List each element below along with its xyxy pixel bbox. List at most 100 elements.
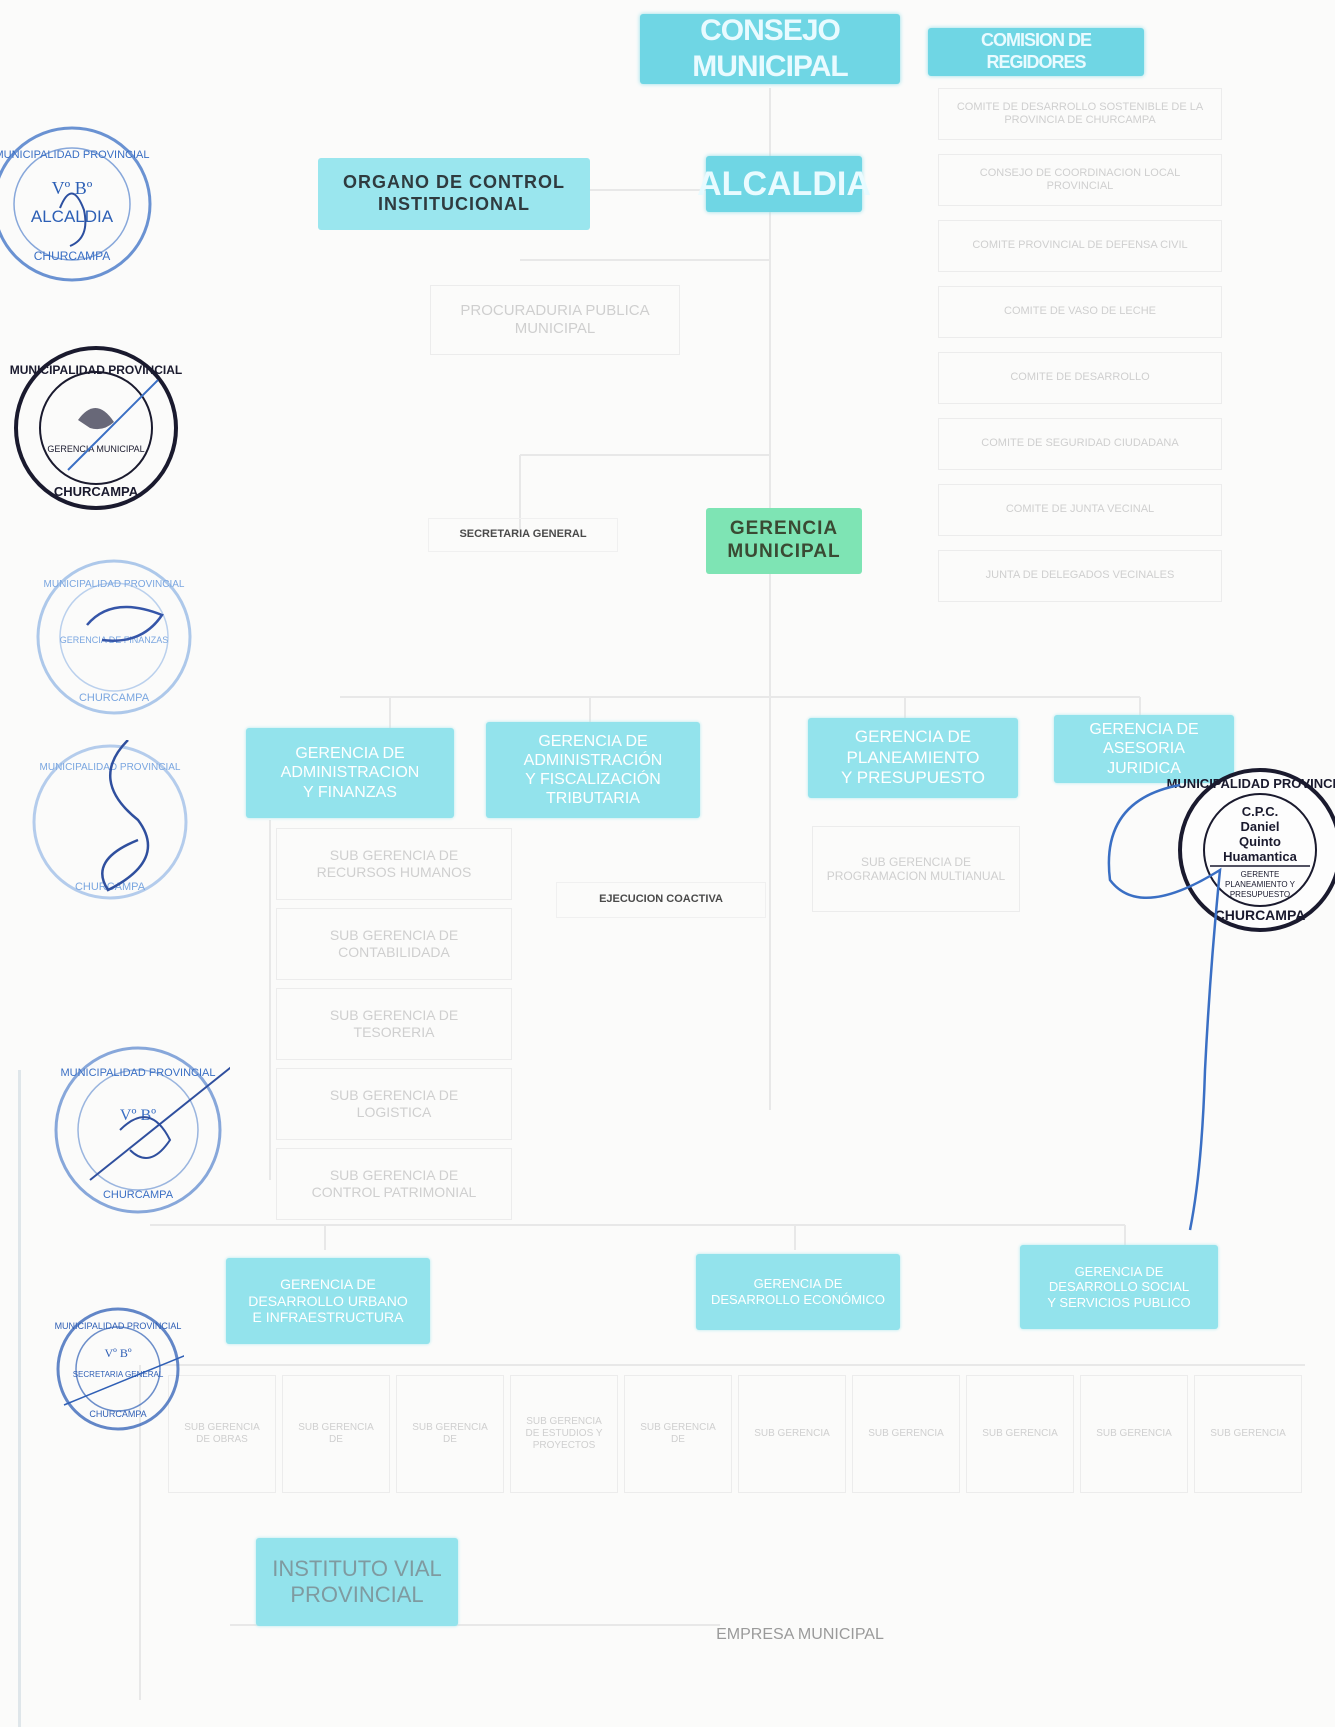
sub-gerencia-item: SUB GERENCIA DE TESORERIA: [276, 988, 512, 1060]
seal-text: CHURCAMPA: [34, 249, 110, 263]
sub-planeamiento-label: SUB GERENCIA DE PROGRAMACION MULTIANUAL: [826, 854, 1006, 883]
gerencia-municipal-box: GERENCIA MUNICIPAL: [706, 508, 862, 574]
sub-desarrollo-item: SUB GERENCIA DE: [396, 1375, 504, 1493]
organo-control-label: ORGANO DE CONTROL INSTITUCIONAL: [343, 172, 565, 214]
committee-item: CONSEJO DE COORDINACION LOCAL PROVINCIAL: [938, 154, 1222, 206]
gerencia-desarrollo-economico-label: GERENCIA DE DESARROLLO ECONÓMICO: [710, 1276, 886, 1307]
seal-text: GERENCIA MUNICIPAL: [47, 444, 144, 454]
gerencia-admin-finanzas-box: GERENCIA DE ADMINISTRACION Y FINANZAS: [246, 728, 454, 818]
seal-text: Huamantica: [1223, 849, 1297, 864]
committee-label: COMITE DE JUNTA VECINAL: [1005, 503, 1155, 516]
admin-seal: MUNICIPALIDAD PROVINCIAL CHURCAMPA: [32, 740, 188, 900]
sub-desarrollo-item: SUB GERENCIA: [966, 1375, 1074, 1493]
seal-text: MUNICIPALIDAD PROVINCIAL: [44, 579, 185, 590]
seal-text: Quinto: [1239, 834, 1281, 849]
gerencia-desarrollo-economico-box: GERENCIA DE DESARROLLO ECONÓMICO: [696, 1254, 900, 1330]
gerencia-admin-tributaria-label: GERENCIA DE ADMINISTRACIÓN Y FISCALIZACI…: [523, 732, 663, 808]
committee-item: COMITE DE SEGURIDAD CIUDADANA: [938, 418, 1222, 470]
gerencia-asesoria-label: GERENCIA DE ASESORIA JURIDICA: [1089, 721, 1199, 777]
sub-desarrollo-label: SUB GERENCIA DE: [640, 1422, 716, 1445]
seal-text: MUNICIPALIDAD PROVINCIAL: [1167, 776, 1335, 791]
signature-stroke: [1107, 783, 1222, 1231]
sub-desarrollo-label: SUB GERENCIA: [1096, 1428, 1172, 1439]
sub-desarrollo-label: SUB GERENCIA: [982, 1428, 1058, 1439]
page-margin-line: [18, 1070, 21, 1727]
gerencia-desarrollo-social-label: GERENCIA DE DESARROLLO SOCIAL Y SERVICIO…: [1047, 1263, 1191, 1310]
seal-text: Vº Bº: [52, 178, 93, 198]
secretaria-general-label: SECRETARIA GENERAL: [459, 528, 587, 541]
logistica-seal: MUNICIPALIDAD PROVINCIAL Vº Bº CHURCAMPA: [54, 1046, 230, 1214]
committee-label: COMITE DE DESARROLLO: [1010, 371, 1150, 384]
gerencia-desarrollo-urbano-box: GERENCIA DE DESARROLLO URBANO E INFRAEST…: [226, 1258, 430, 1344]
sub-gerencia-item: SUB GERENCIA DE CONTROL PATRIMONIAL: [276, 1148, 512, 1220]
seal-text: MUNICIPALIDAD PROVINCIAL: [55, 1321, 182, 1331]
comision-regidores-label: COMISION DE REGIDORES: [980, 30, 1092, 72]
committee-item: COMITE DE VASO DE LECHE: [938, 286, 1222, 338]
sub-gerencia-label: SUB GERENCIA DE TESORERIA: [329, 1007, 459, 1040]
seal-text: CHURCAMPA: [89, 1409, 146, 1419]
committees-column: COMITE DE DESARROLLO SOSTENIBLE DE LA PR…: [938, 88, 1222, 616]
empresa-municipal-label: EMPRESA MUNICIPAL: [716, 1626, 884, 1644]
sub-desarrollo-item: SUB GERENCIA DE ESTUDIOS Y PROYECTOS: [510, 1375, 618, 1493]
sub-desarrollo-item: SUB GERENCIA: [852, 1375, 960, 1493]
committee-item: COMITE DE DESARROLLO: [938, 352, 1222, 404]
seal-text: CHURCAMPA: [1215, 907, 1306, 923]
instituto-vial-label: INSTITUTO VIAL PROVINCIAL: [272, 1555, 442, 1607]
seal-text: Vº Bº: [104, 1346, 131, 1360]
committee-label: COMITE DE DESARROLLO SOSTENIBLE DE LA PR…: [956, 100, 1204, 126]
seal-text: MUNICIPALIDAD PROVINCIAL: [0, 149, 150, 161]
sub-desarrollo-item: SUB GERENCIA: [738, 1375, 846, 1493]
alcaldia-seal: MUNICIPALIDAD PROVINCIAL Vº Bº ALCALDIA …: [0, 126, 152, 282]
sub-desarrollo-item: SUB GERENCIA: [1194, 1375, 1302, 1493]
procuraduria-box: PROCURADURIA PUBLICA MUNICIPAL: [430, 285, 680, 355]
seal-text: ALCALDIA: [31, 207, 114, 226]
gerencia-seal: MUNICIPALIDAD PROVINCIAL GERENCIA MUNICI…: [10, 346, 182, 510]
sub-gerencia-label: SUB GERENCIA DE RECURSOS HUMANOS: [316, 847, 472, 880]
gerencia-admin-finanzas-label: GERENCIA DE ADMINISTRACION Y FINANZAS: [280, 745, 420, 801]
consejo-municipal-box: CONSEJO MUNICIPAL: [640, 14, 900, 84]
seal-text: MUNICIPALIDAD PROVINCIAL: [60, 1067, 215, 1079]
committee-item: JUNTA DE DELEGADOS VECINALES: [938, 550, 1222, 602]
committee-item: COMITE PROVINCIAL DE DEFENSA CIVIL: [938, 220, 1222, 272]
sub-desarrollo-item: SUB GERENCIA DE: [624, 1375, 732, 1493]
alcaldia-label: ALCALDIA: [697, 164, 871, 203]
seal-text: PRESUPUESTO: [1230, 890, 1290, 899]
committee-label: JUNTA DE DELEGADOS VECINALES: [985, 569, 1175, 582]
seal-text: CHURCAMPA: [103, 1189, 174, 1201]
seal-text: PLANEAMIENTO Y: [1225, 880, 1296, 889]
seal-text: CHURCAMPA: [79, 692, 150, 704]
sub-gerencia-item: SUB GERENCIA DE RECURSOS HUMANOS: [276, 828, 512, 900]
sub-gerencia-item: SUB GERENCIA DE CONTABILIDADA: [276, 908, 512, 980]
seal-text: CHURCAMPA: [54, 484, 139, 499]
instituto-vial-box: INSTITUTO VIAL PROVINCIAL: [256, 1538, 458, 1626]
committee-label: CONSEJO DE COORDINACION LOCAL PROVINCIAL: [979, 166, 1181, 192]
sub-desarrollo-item: SUB GERENCIA: [1080, 1375, 1188, 1493]
secretaria-seal: MUNICIPALIDAD PROVINCIAL Vº Bº SECRETARI…: [55, 1307, 184, 1431]
sub-gerencia-label: SUB GERENCIA DE CONTABILIDADA: [329, 927, 459, 960]
comision-regidores-box: COMISION DE REGIDORES: [928, 28, 1144, 76]
committee-item: COMITE DE JUNTA VECINAL: [938, 484, 1222, 536]
ejecucion-coactiva-label: EJECUCION COACTIVA: [599, 893, 723, 906]
sub-desarrollo-label: SUB GERENCIA DE: [298, 1422, 374, 1445]
seal-text: CHURCAMPA: [75, 881, 146, 893]
sub-gerencia-label: SUB GERENCIA DE CONTROL PATRIMONIAL: [311, 1167, 477, 1200]
gerencia-admin-tributaria-box: GERENCIA DE ADMINISTRACIÓN Y FISCALIZACI…: [486, 722, 700, 818]
sub-desarrollo-item: SUB GERENCIA DE: [282, 1375, 390, 1493]
seal-text: MUNICIPALIDAD PROVINCIAL: [10, 363, 182, 377]
organo-control-box: ORGANO DE CONTROL INSTITUCIONAL: [318, 158, 590, 230]
consejo-municipal-label: CONSEJO MUNICIPAL: [692, 14, 848, 83]
sub-desarrollo-label: SUB GERENCIA: [754, 1428, 830, 1439]
seal-text: GERENTE: [1241, 870, 1280, 879]
ejecucion-coactiva-box: EJECUCION COACTIVA: [556, 882, 766, 918]
sub-desarrollo-label: SUB GERENCIA DE ESTUDIOS Y PROYECTOS: [525, 1416, 603, 1451]
gerencia-desarrollo-social-box: GERENCIA DE DESARROLLO SOCIAL Y SERVICIO…: [1020, 1245, 1218, 1329]
gerencia-planeamiento-label: GERENCIA DE PLANEAMIENTO Y PRESUPUESTO: [841, 727, 985, 788]
seal-text: Vº Bº: [120, 1107, 156, 1124]
gerencia-planeamiento-box: GERENCIA DE PLANEAMIENTO Y PRESUPUESTO: [808, 718, 1018, 798]
sub-planeamiento-box: SUB GERENCIA DE PROGRAMACION MULTIANUAL: [812, 826, 1020, 912]
sub-desarrollo-label: SUB GERENCIA: [1210, 1428, 1286, 1439]
sub-gerencia-label: SUB GERENCIA DE LOGISTICA: [329, 1087, 459, 1120]
gerencia-municipal-label: GERENCIA MUNICIPAL: [727, 518, 841, 562]
empresa-municipal-label-box: EMPRESA MUNICIPAL: [690, 1620, 910, 1650]
